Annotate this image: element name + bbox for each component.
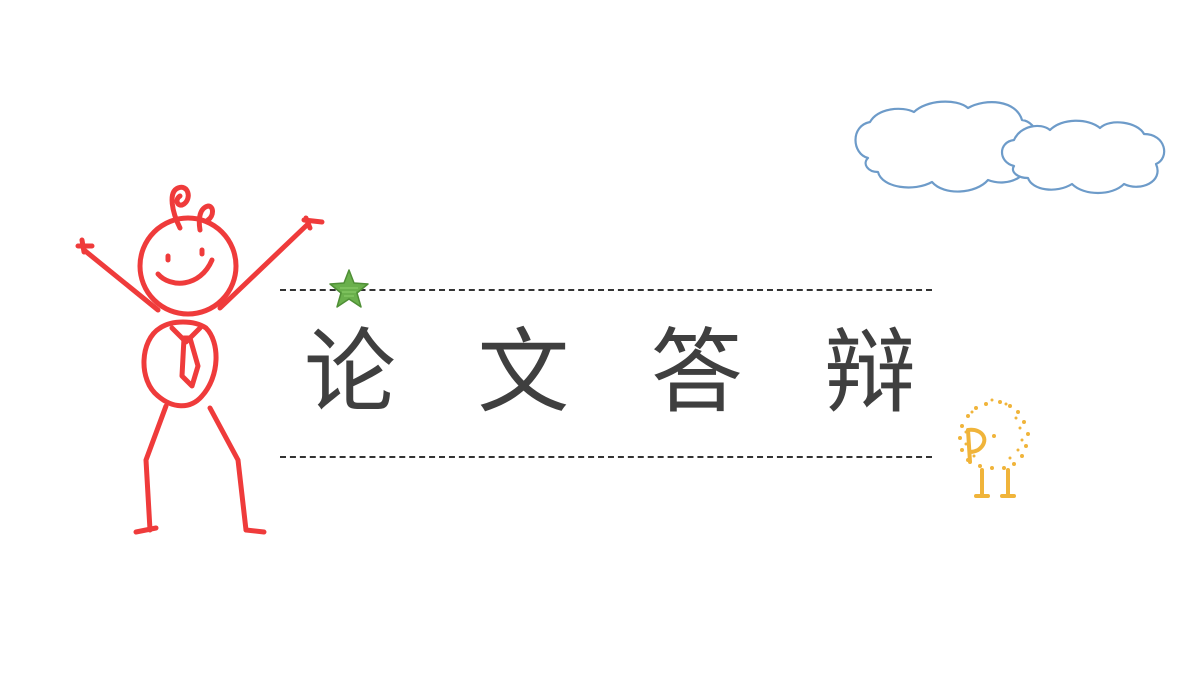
title-char-2: 文 <box>477 319 570 426</box>
top-dashed-divider <box>280 289 932 291</box>
title-char-3: 答 <box>650 319 743 426</box>
stick-figure-icon <box>75 184 325 535</box>
slide-title: 论 文 答 辩 <box>300 318 920 428</box>
star-icon <box>329 269 369 308</box>
title-char-4: 辩 <box>823 319 916 426</box>
bottom-dashed-divider <box>280 456 932 458</box>
title-char-1: 论 <box>303 319 396 426</box>
cloud-icon <box>854 100 1166 195</box>
chick-icon <box>958 398 1030 498</box>
